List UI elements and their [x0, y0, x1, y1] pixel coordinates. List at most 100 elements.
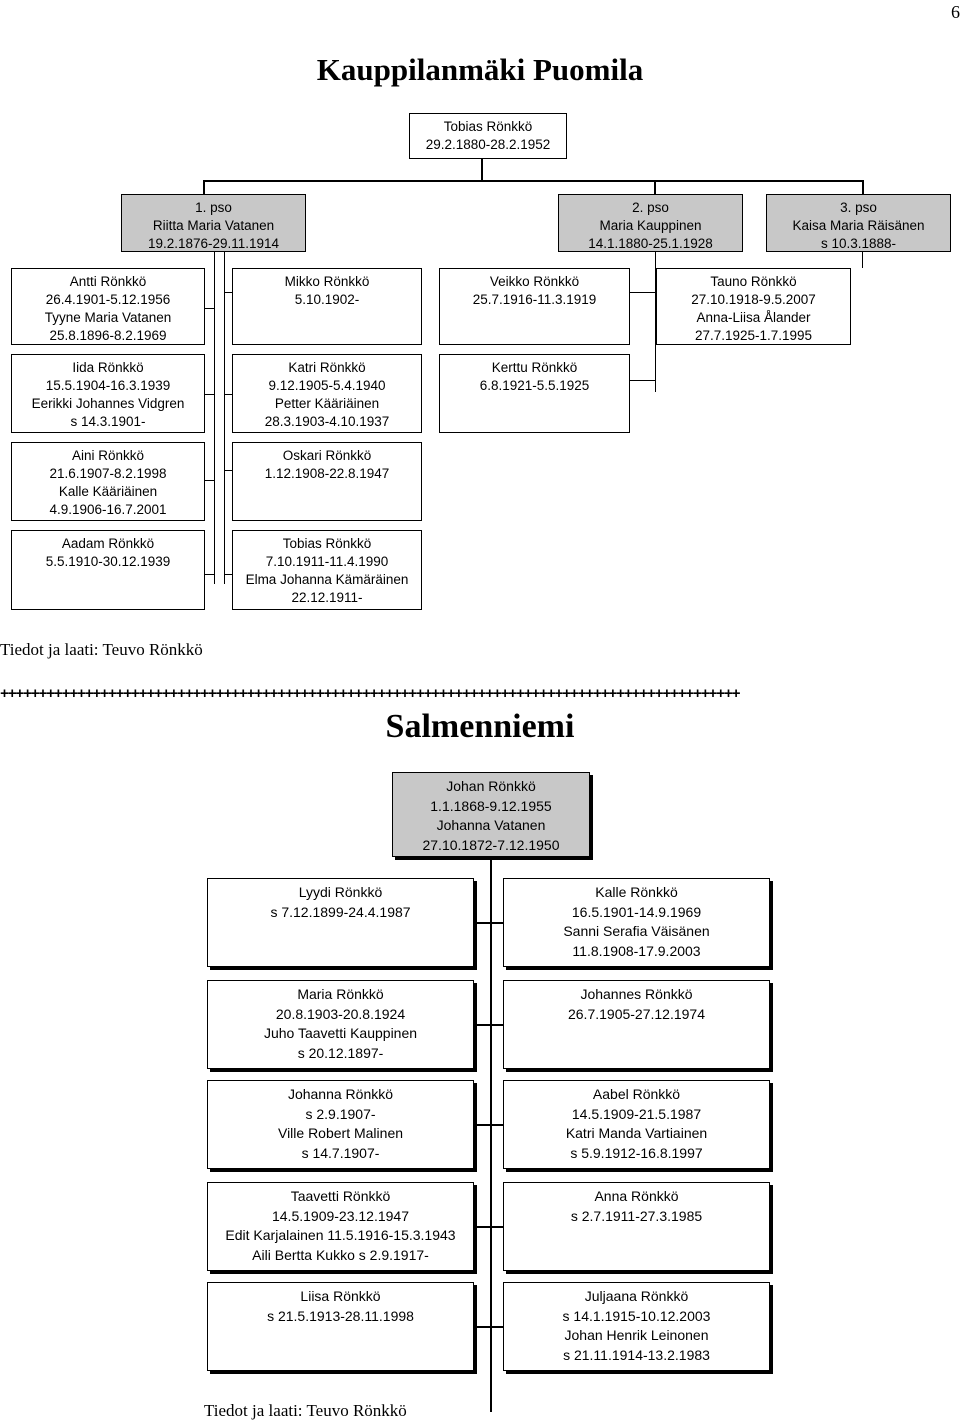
spouse-name: Katri Manda Vartiainen [565, 1125, 708, 1141]
spouse-name: Sanni Serafia Väisänen [563, 923, 710, 939]
child-box: Kerttu Rönkkö 6.8.1921-5.5.1925 [439, 354, 630, 433]
connector-line [224, 574, 232, 575]
child-box: Liisa Rönkkö s 21.5.1913-28.11.1998 [207, 1282, 474, 1371]
connector-line [224, 252, 225, 584]
spouse-name: Kalle Kääriäinen [58, 484, 158, 499]
person-name: Mikko Rönkkö [284, 274, 370, 289]
spouse-dates: 19.2.1876-29.11.1914 [147, 236, 280, 251]
connector-line [491, 1326, 503, 1328]
credit-text: Tiedot ja laati: Teuvo Rönkkö [204, 1401, 407, 1420]
child-box: Maria Rönkkö 20.8.1903-20.8.1924 Juho Ta… [207, 980, 474, 1069]
spouse-dates: s 10.3.1888- [820, 236, 897, 251]
person-dates: 25.7.1916-11.3.1919 [472, 292, 597, 307]
person-dates: 5.10.1902- [294, 292, 360, 307]
person-dates: 1.1.1868-9.12.1955 [430, 797, 552, 814]
connector-line [474, 1326, 491, 1328]
child-box: Veikko Rönkkö 25.7.1916-11.3.1919 [439, 268, 630, 345]
person-dates: 26.4.1901-5.12.1956 [45, 292, 171, 307]
person-name: Lyydi Rönkkö [298, 884, 383, 900]
person-name: Johannes Rönkkö [580, 986, 693, 1002]
child-box: Lyydi Rönkkö s 7.12.1899-24.4.1987 [207, 878, 474, 967]
connector-line [203, 180, 205, 194]
person-name: Iida Rönkkö [72, 360, 144, 375]
connector-line [654, 180, 656, 194]
section1-title: Kauppilanmäki Puomila [316, 52, 644, 87]
person-name: Oskari Rönkkö [282, 448, 372, 463]
spouse-name: Johan Henrik Leinonen [564, 1327, 709, 1343]
child-box: Katri Rönkkö 9.12.1905-5.4.1940 Petter K… [232, 354, 422, 433]
spouse-number: 1. pso [195, 200, 232, 215]
spouse-dates: s 5.9.1912-16.8.1997 [570, 1144, 703, 1161]
connector-line [491, 1124, 503, 1126]
child-box: Johannes Rönkkö 26.7.1905-27.12.1974 [503, 980, 770, 1069]
person-dates: s 21.5.1913-28.11.1998 [267, 1307, 414, 1324]
person-dates: 15.5.1904-16.3.1939 [45, 378, 171, 393]
person-dates: 6.8.1921-5.5.1925 [479, 378, 590, 393]
credit-text: Tiedot ja laati: Teuvo Rönkkö [0, 640, 203, 659]
person-name: Aabel Rönkkö [592, 1086, 681, 1102]
connector-line [490, 857, 492, 1412]
spouse-name: Edit Karjalainen 11.5.1916-15.3.1943 [225, 1227, 456, 1243]
spouse-name: Elma Johanna Kämäräinen [245, 572, 409, 587]
person-dates: 20.8.1903-20.8.1924 [275, 1005, 406, 1022]
person-name: Tauno Rönkkö [710, 274, 797, 289]
person-name: Veikko Rönkkö [489, 274, 580, 289]
connector-line [491, 1226, 503, 1228]
person-name: Katri Rönkkö [288, 360, 366, 375]
person-dates: 1.12.1908-22.8.1947 [264, 466, 390, 481]
connector-line [203, 180, 863, 182]
person-dates: 16.5.1901-14.9.1969 [571, 903, 702, 920]
spouse-name: Kaisa Maria Räisänen [792, 218, 925, 233]
person-name: Aini Rönkkö [71, 448, 145, 463]
person-dates: 7.10.1911-11.4.1990 [265, 554, 389, 569]
connector-line [214, 252, 215, 584]
connector-line [224, 292, 232, 293]
connector-line [205, 480, 215, 481]
spouse-number: 3. pso [840, 200, 877, 215]
connector-line [474, 922, 491, 924]
spouse-dates: 25.8.1896-8.2.1969 [49, 328, 167, 343]
spouse-dates: 11.8.1908-17.9.2003 [572, 942, 701, 959]
child-box: Juljaana Rönkkö s 14.1.1915-10.12.2003 J… [503, 1282, 770, 1371]
spouse-dates: s 14.7.1907- [301, 1144, 380, 1161]
child-box: Mikko Rönkkö 5.10.1902- [232, 268, 422, 345]
spouse-dates: s 21.11.1914-13.2.1983 [563, 1346, 710, 1363]
person-dates: 14.5.1909-23.12.1947 [271, 1207, 409, 1224]
child-box: Antti Rönkkö 26.4.1901-5.12.1956 Tyyne M… [11, 268, 205, 345]
spouse-box-3: 3. pso Kaisa Maria Räisänen s 10.3.1888- [766, 194, 951, 252]
spouse-name: Maria Kauppinen [599, 218, 702, 233]
spouse-dates: s 14.3.1901- [70, 414, 146, 429]
person-dates: s 2.7.1911-27.3.1985 [570, 1207, 703, 1224]
person-dates: 29.2.1880-28.2.1952 [425, 137, 551, 152]
connector-line [862, 180, 864, 194]
connector-line [481, 159, 483, 181]
person-dates: 21.6.1907-8.2.1998 [49, 466, 167, 481]
person-dates: s 2.9.1907- [305, 1105, 376, 1122]
person-name: Liisa Rönkkö [300, 1288, 381, 1304]
person-dates: 5.5.1910-30.12.1939 [45, 554, 171, 569]
spouse-name: Anna-Liisa Ålander [696, 310, 811, 325]
connector-line [224, 394, 232, 395]
person-name: Kerttu Rönkkö [491, 360, 578, 375]
connector-line [474, 1124, 491, 1126]
spouse-dates: 4.9.1906-16.7.2001 [49, 502, 167, 517]
child-box: Taavetti Rönkkö 14.5.1909-23.12.1947 Edi… [207, 1182, 474, 1271]
person-dates: 27.10.1918-9.5.2007 [691, 292, 816, 307]
person-dates: s 7.12.1899-24.4.1987 [270, 903, 411, 920]
child-box: Aabel Rönkkö 14.5.1909-21.5.1987 Katri M… [503, 1080, 770, 1169]
spouse-dates: 27.7.1925-1.7.1995 [694, 328, 813, 343]
person-name: Aadam Rönkkö [61, 536, 155, 551]
person-name: Juljaana Rönkkö [584, 1288, 689, 1304]
person-name: Antti Rönkkö [69, 274, 147, 289]
spouse-dates: 14.1.1880-25.1.1928 [588, 236, 713, 251]
person-name: Kalle Rönkkö [595, 884, 678, 900]
person-name: Johanna Rönkkö [287, 1086, 394, 1102]
child-box: Anna Rönkkö s 2.7.1911-27.3.1985 [503, 1182, 770, 1271]
separator-line: ++++++++++++++++++++++++++++++++++++++++… [0, 686, 741, 703]
page-number: 6 [951, 2, 960, 22]
child-box: Oskari Rönkkö 1.12.1908-22.8.1947 [232, 442, 422, 521]
spouse-name: Tyyne Maria Vatanen [44, 310, 172, 325]
connector-line [205, 308, 215, 309]
person-dates: 14.5.1909-21.5.1987 [571, 1105, 702, 1122]
person-name: Johan Rönkkö [446, 778, 536, 794]
